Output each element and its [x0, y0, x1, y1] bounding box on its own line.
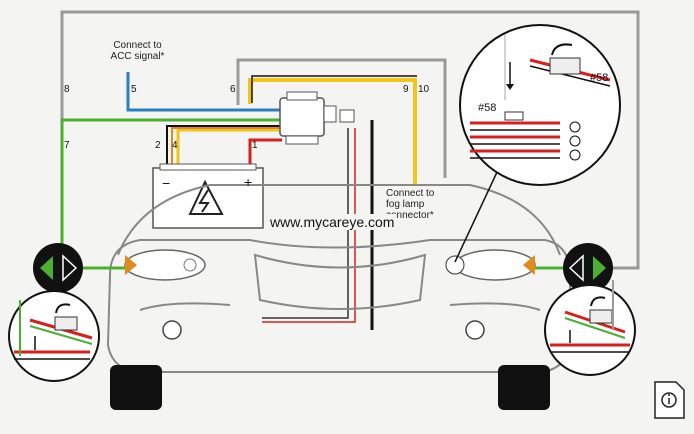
detail-circle-right — [544, 280, 636, 376]
wire-8-grey — [60, 10, 640, 270]
wire-number-9: 9 — [403, 84, 409, 95]
acc-signal-label: Connect to ACC signal* — [110, 40, 165, 62]
fog-lamp-label: Connect to fog lamp connector* — [386, 188, 435, 221]
wire-black-left — [262, 128, 349, 319]
wire-6-grey — [236, 58, 447, 178]
wire-number-4: 4 — [172, 140, 178, 151]
battery-minus: − — [162, 175, 171, 191]
pin58-top-label: #58 — [590, 72, 609, 84]
website-label: www.mycareye.com — [268, 214, 397, 230]
wire-7-green — [60, 118, 282, 268]
wire-5-blue — [126, 72, 280, 112]
wire-9-yellow — [248, 78, 417, 185]
wire-number-1: 1 — [252, 140, 258, 151]
wire-red-left — [262, 128, 356, 323]
fog-lamp-right — [465, 320, 485, 340]
wire-4-orange — [171, 127, 282, 165]
wire-number-2: 2 — [155, 140, 161, 151]
wire-1-red — [248, 138, 282, 170]
wheel-right — [498, 365, 550, 410]
headlight-left — [124, 249, 206, 281]
turn-indicator-right — [563, 243, 613, 293]
wire-number-8: 8 — [64, 84, 70, 95]
turn-indicator-left — [33, 243, 83, 293]
fog-lamp-left — [162, 320, 182, 340]
control-module — [279, 91, 355, 145]
wire-number-6: 6 — [230, 84, 236, 95]
wheel-left — [110, 365, 162, 410]
info-document-icon — [654, 381, 685, 419]
pin58-side-label: #58 — [478, 102, 497, 114]
detail-circle-left — [8, 290, 100, 382]
battery-plus: + — [244, 174, 253, 190]
wire-number-5: 5 — [131, 84, 137, 95]
detail-circle-top — [459, 24, 621, 186]
wire-10-black — [251, 75, 417, 103]
headlight-right — [445, 249, 536, 281]
wire-number-7: 7 — [64, 140, 70, 151]
wire-number-10: 10 — [418, 84, 430, 95]
wire-4-yellow — [176, 128, 282, 165]
wire-2-black — [166, 125, 282, 165]
